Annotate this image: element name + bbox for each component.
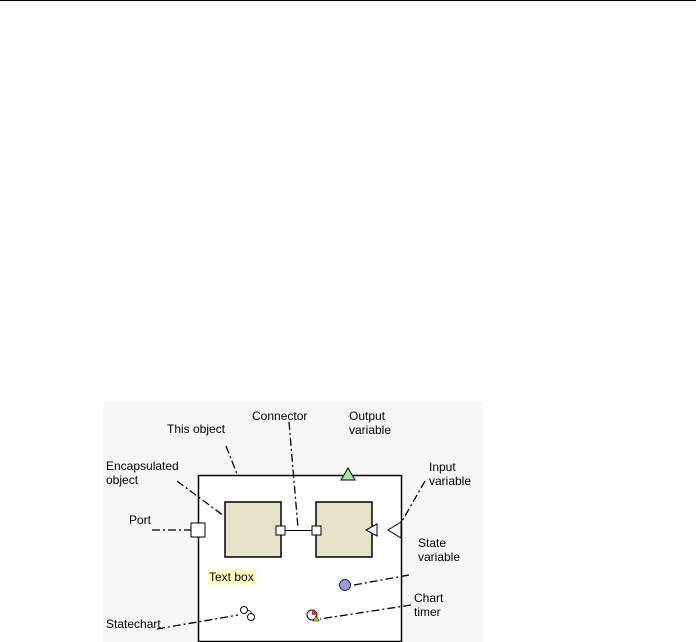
state-variable-label-line1: State	[418, 536, 447, 550]
input-variable-label-line1: Input	[429, 460, 456, 474]
statechart-icon[interactable]	[240, 606, 255, 621]
encapsulated-object-left[interactable]	[224, 501, 282, 558]
statechart-label: Statechart	[106, 617, 161, 631]
output-variable-triangle-icon[interactable]	[340, 467, 356, 481]
leader-this-object	[225, 445, 238, 475]
chart-timer-icon[interactable]	[306, 609, 320, 622]
connector-label: Connector	[252, 409, 308, 423]
encapsulated-object-right[interactable]	[315, 501, 373, 558]
encapsulated-object-label: Encapsulated object	[106, 459, 179, 487]
leader-connector	[288, 421, 299, 529]
encapsulated-object-label-line2: object	[106, 473, 139, 487]
encapsulated-object-label-line1: Encapsulated	[106, 459, 179, 473]
chart-timer-label: Chart timer	[414, 591, 443, 619]
port-label: Port	[129, 513, 152, 527]
this-object-label: This object	[167, 422, 226, 436]
state-variable-label: State variable	[418, 536, 460, 564]
port-square-icon[interactable]	[190, 522, 206, 538]
input-variable-triangle-icon[interactable]	[364, 523, 378, 537]
page-top-rule	[0, 0, 696, 1]
text-box-label[interactable]: Text box	[208, 570, 255, 585]
input-variable-triangle-icon[interactable]	[387, 521, 402, 539]
port-square-icon[interactable]	[275, 525, 286, 536]
output-variable-label: Output variable	[349, 409, 391, 437]
chart-timer-label-line2: timer	[414, 605, 441, 619]
input-variable-label: Input variable	[429, 460, 471, 488]
state-variable-circle-icon[interactable]	[339, 579, 351, 591]
chart-timer-label-line1: Chart	[414, 591, 444, 605]
leader-input-variable	[400, 480, 426, 524]
port-square-icon[interactable]	[311, 525, 322, 536]
leader-encapsulated-object	[176, 480, 225, 517]
leader-state-variable	[353, 574, 410, 586]
leader-lines	[152, 421, 426, 630]
output-variable-label-line1: Output	[349, 409, 386, 423]
leader-chart-timer	[319, 604, 412, 620]
this-object-frame[interactable]	[197, 474, 403, 642]
input-variable-label-line2: variable	[429, 474, 472, 488]
leader-statechart	[156, 614, 239, 630]
output-variable-label-line2: variable	[349, 423, 392, 437]
state-variable-label-line2: variable	[418, 550, 461, 564]
